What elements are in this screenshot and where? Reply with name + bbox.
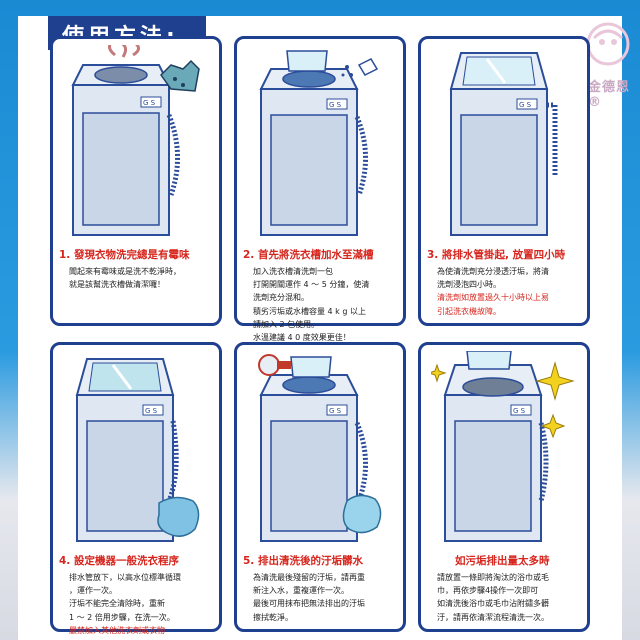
- step-5-title: 5. 排出清洗後的汙垢髒水: [243, 555, 363, 567]
- step-2-line-6: 水溫建議 4 0 度效果更佳！: [253, 333, 351, 343]
- washing-machine-icon: G S: [449, 52, 558, 236]
- step-2-line-3: 洗劑充分混和。: [253, 293, 309, 303]
- step-5-body: 為清洗最後殘留的汙垢，請再重 新注入水，重複運作一次。 最後可用抹布把無法排出的…: [253, 571, 403, 624]
- step-6-line-1: 請放置一條即將淘汰的浴巾或毛: [437, 573, 549, 582]
- step-1-line-1: 聞起來有霉味或是洗不乾淨時，: [69, 267, 181, 276]
- step-6-line-2: 巾，再依步驟4操作一次即可: [437, 586, 539, 596]
- step-1-title: 1. 發現衣物洗完總是有霉味: [59, 249, 190, 261]
- step-3-warning-line-1: 清洗劑如放置過久十小時以上易: [437, 293, 549, 303]
- step-2-line-2: 打開開關運作 4 ～ 5 分鐘，使清: [253, 280, 370, 290]
- step-5-illustration: G S: [247, 351, 393, 547]
- step-1-line-2: 就是該幫洗衣槽做清潔囉！: [69, 280, 165, 290]
- step-2-body: 加入洗衣槽清洗劑一包 打開開關運作 4 ～ 5 分鐘，使清 洗劑充分混和。 積劣…: [253, 265, 403, 344]
- step-6-line-4: 汙，請再依清潔流程清洗一次。: [437, 612, 549, 622]
- step-4-line-4: 1 ～ 2 倍用步驟，在洗一次。: [69, 612, 175, 622]
- step-card-4: G S 4. 設定機器一般洗衣程序 排水管放下，以高水位標準循環 ，運作一次。 …: [50, 342, 222, 635]
- step-4-line-1: 排水管放下，以高水位標準循環: [69, 573, 181, 582]
- step-4-title: 4. 設定機器一般洗衣程序: [59, 555, 179, 567]
- washing-machine-icon: G S: [71, 45, 200, 236]
- washing-machine-icon: G S: [259, 50, 379, 236]
- sparkle-icon: [431, 361, 575, 439]
- watermark-text: 金德恩®: [588, 80, 631, 110]
- step-2-line-1: 加入洗衣槽清洗劑一包: [253, 267, 333, 276]
- step-3-line-2: 洗劑浸泡四小時。: [437, 280, 501, 290]
- machine-logo: G S: [329, 101, 342, 109]
- step-1-illustration: G S: [63, 45, 209, 241]
- step-5-line-4: 擦拭乾淨。: [253, 612, 293, 622]
- step-6-title: 如污垢排出量太多時: [455, 555, 550, 567]
- step-3-warning-line-2: 引起洗衣機故障。: [437, 306, 501, 316]
- step-3-title: 3. 將排水管掛起, 放置四小時: [427, 249, 566, 261]
- brand-watermark: 金德恩®: [528, 18, 634, 110]
- step-1-body: 聞起來有霉味或是洗不乾淨時， 就是該幫洗衣槽做清潔囉！: [69, 265, 219, 291]
- step-3-line-1: 為使清洗劑充分浸透汙垢，將清: [437, 267, 549, 276]
- step-5-line-1: 為清洗最後殘留的汙垢，請再重: [253, 573, 365, 582]
- step-2-line-4: 積劣污垢或水槽容量 4 k g 以上: [253, 306, 366, 316]
- machine-logo: G S: [143, 99, 156, 107]
- step-3-illustration: G S: [431, 45, 577, 241]
- machine-logo: G S: [513, 407, 526, 415]
- step-2-line-5: 請加入 2 包使用。: [253, 319, 320, 329]
- step-card-1: G S 1. 發現衣物洗完總是有霉味 聞起來有霉味或是洗不乾淨時， 就是該幫洗衣…: [50, 36, 222, 326]
- machine-logo: G S: [145, 407, 158, 415]
- step-3-body: 為使清洗劑充分浸透汙垢，將清 洗劑浸泡四小時。 清洗劑如放置過久十小時以上易 引…: [437, 265, 587, 318]
- washing-machine-icon: G S: [431, 351, 575, 542]
- step-4-line-3: 汙垢不能完全清除時，重新: [69, 599, 165, 609]
- washing-machine-icon: G S: [75, 358, 200, 542]
- washing-machine-icon: G S: [258, 354, 382, 542]
- step-card-5: G S 5. 排出清洗後的汙垢髒水 為清洗最後殘留的汙垢，請再重 新注入水，重複…: [234, 342, 406, 632]
- step-6-body: 請放置一條即將淘汰的浴巾或毛 巾，再依步驟4操作一次即可 如清洗後浴巾或毛巾沾附…: [437, 571, 587, 624]
- step-4-illustration: G S: [63, 351, 209, 547]
- step-4-body: 排水管放下，以高水位標準循環 ，運作一次。 汙垢不能完全清除時，重新 1 ～ 2…: [69, 571, 219, 637]
- step-5-line-2: 新注入水，重複運作一次。: [253, 586, 349, 596]
- step-4-warning: 嚴禁加入其他洗衣劑或衣物: [69, 625, 165, 635]
- machine-logo: G S: [519, 101, 532, 109]
- step-card-6: G S 如污垢排出量太多時 請放置一條即將淘汰的浴巾或毛 巾，再依步驟4操作一次…: [418, 342, 590, 632]
- step-card-3: G S 3. 將排水管掛起, 放置四小時 為使清洗劑充分浸透汙垢，將清 洗劑浸泡…: [418, 36, 590, 326]
- step-4-line-2: ，運作一次。: [69, 586, 117, 596]
- step-2-title: 2. 首先將洗衣槽加水至滿槽: [243, 249, 374, 261]
- step-2-illustration: G S: [247, 45, 393, 241]
- step-6-illustration: G S: [431, 351, 577, 547]
- machine-logo: G S: [329, 407, 342, 415]
- step-card-2: G S 2. 首先將洗衣槽加水至滿槽 加入洗衣槽清洗劑一包 打開開關運作 4 ～…: [234, 36, 406, 342]
- step-5-line-3: 最後可用抹布把無法排出的汙垢: [253, 599, 365, 609]
- step-6-line-3: 如清洗後浴巾或毛巾沾附鏽多髒: [437, 599, 549, 609]
